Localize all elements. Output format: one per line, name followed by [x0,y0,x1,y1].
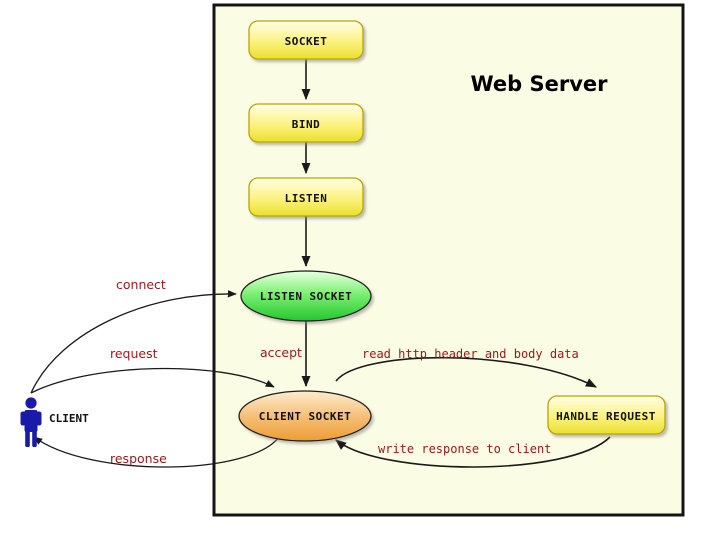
edge-label-response: response [110,451,167,466]
edge-label-connect: connect [116,277,166,292]
edge-handle-request-to-client-socket [335,436,611,468]
page-title: Web Server [470,72,608,96]
node-handle-request[interactable]: HANDLE REQUEST [547,395,666,435]
node-listen-label: LISTEN [285,192,328,205]
client-actor-label: CLIENT [49,412,89,425]
edge-label-request: request [110,346,158,361]
node-socket-label: SOCKET [285,35,328,48]
node-socket[interactable]: SOCKET [248,20,364,60]
edge-client-to-listen-socket [30,290,237,394]
client-actor[interactable]: CLIENT [20,397,90,447]
node-handle-request-label: HANDLE REQUEST [556,410,656,423]
node-bind-label: BIND [292,118,321,131]
edge-label-accept: accept [260,345,302,360]
person-icon [20,397,42,447]
edge-client-socket-to-client [33,436,280,468]
node-bind[interactable]: BIND [248,103,364,143]
edge-label-read-http: read http header and body data [362,347,579,361]
edge-label-write-response: write response to client [378,442,551,456]
node-listen-socket-label: LISTEN SOCKET [260,290,353,303]
node-client-socket-label: CLIENT SOCKET [259,410,352,423]
node-listen[interactable]: LISTEN [248,177,364,217]
node-listen-socket[interactable]: LISTEN SOCKET [240,270,372,322]
node-client-socket[interactable]: CLIENT SOCKET [238,390,372,442]
edge-client-to-client-socket [30,367,275,394]
edge-client-socket-to-handle-request [335,356,597,388]
